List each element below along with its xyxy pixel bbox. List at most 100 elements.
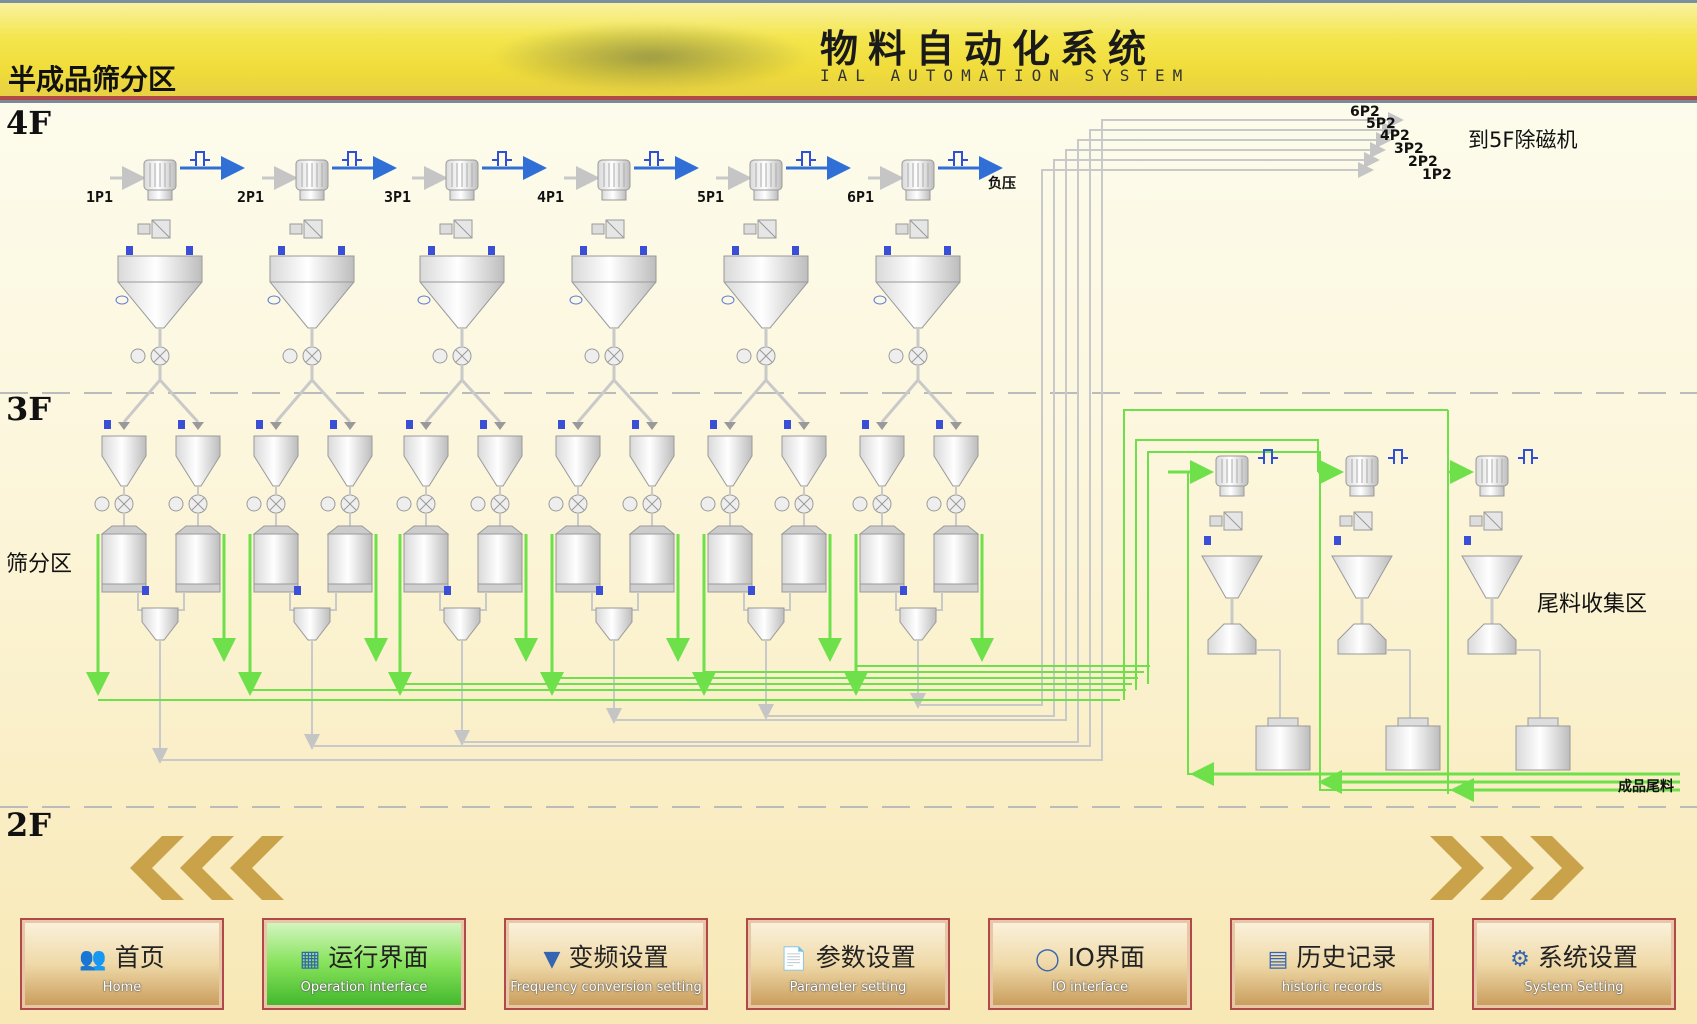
level-sensor [104,420,111,429]
level-sensor [732,246,739,255]
tailings-unit-3 [1461,449,1571,771]
nav-system-button[interactable]: ⚙系统设置 System Setting [1472,918,1676,1010]
level-sensor [142,586,149,595]
level-sensor [596,586,603,595]
level-sensor [748,586,755,595]
nav-frequency-button[interactable]: ▼变频设置 Frequency conversion setting [504,918,708,1010]
nav-home-button[interactable]: 👥首页 Home [20,918,224,1010]
nav-home-sublabel: Home [102,980,142,995]
level-sensor [784,420,791,429]
page-next-chevron-icon[interactable] [1422,836,1592,900]
vibrating-sifter [327,533,373,585]
company-logo [490,22,810,92]
splitter-pipe [880,378,958,424]
level-sensor [488,246,495,255]
vibrating-sifter [403,533,449,585]
inlet-label-3: 3P1 [384,188,412,206]
splitter-pipe [122,378,200,424]
fan-icon [190,151,210,166]
nav-io-button[interactable]: ◯IO界面 IO interface [988,918,1192,1010]
system-title: 物料自动化系统 [820,27,1157,71]
level-sensor [1334,536,1341,545]
vibrating-sifter [933,533,979,585]
tailings-bin [1385,725,1441,771]
storage-hopper [269,255,355,329]
level-sensor [294,586,301,595]
storage-hopper [419,255,505,329]
screening-line-1 [86,151,245,696]
nav-home-label: 首页 [114,943,165,972]
tail-route [1147,451,1680,791]
tail-route [1123,409,1448,700]
outlet-label-3: 3P2 [1394,141,1424,157]
collector-hopper [899,607,937,641]
inlet-label-1: 1P1 [86,188,114,206]
splitter-pipe [728,378,806,424]
level-sensor [406,420,413,429]
tailings-bin [1255,725,1311,771]
level-sensor [278,246,285,255]
level-sensor [126,246,133,255]
tailings-bin [1515,725,1571,771]
level-sensor [178,420,185,429]
product-route [160,112,1404,761]
document-icon: 📄 [780,946,808,972]
negative-pressure-label: 负压 [988,176,1016,192]
screening-line-4 [540,151,699,696]
buffer-hopper [629,435,675,487]
nav-operation-button[interactable]: ▦运行界面 Operation interface [262,918,466,1010]
level-sensor [936,420,943,429]
splitter-pipe [424,378,502,424]
fan-icon [492,151,512,166]
vibrating-sifter [707,533,753,585]
tailings-unit-2 [1331,449,1441,771]
storage-hopper [875,255,961,329]
vibrating-sifter [253,533,299,585]
screening-area-label: 筛分区 [6,552,73,577]
inlet-label-4: 4P1 [537,188,565,206]
nav-history-button[interactable]: ▤历史记录 historic records [1230,918,1434,1010]
buffer-hopper [555,435,601,487]
nav-frequency-sublabel: Frequency conversion setting [510,980,702,995]
product-route [462,132,1392,743]
buffer-hopper [101,435,147,487]
level-sensor [580,246,587,255]
inlet-label-5: 5P1 [697,188,725,206]
nav-system-sublabel: System Setting [1524,980,1624,995]
nav-io-label: IO界面 [1067,943,1145,972]
buffer-hopper [707,435,753,487]
level-sensor [338,246,345,255]
buffer-hopper [477,435,523,487]
screening-line-5 [692,151,851,696]
outlet-label-6: 6P2 [1350,104,1380,120]
nav-system-label: 系统设置 [1537,943,1638,972]
buffer-hopper [253,435,299,487]
level-sensor [1204,536,1211,545]
screening-line-6 [844,151,1003,696]
tailings-area-label: 尾料收集区 [1537,592,1648,617]
nav-parameter-button[interactable]: 📄参数设置 Parameter setting [746,918,950,1010]
vibrating-sifter [781,533,827,585]
fan-icon [1388,449,1408,464]
floor-label-4f: 4F [6,104,51,142]
level-sensor [480,420,487,429]
vibrating-sifter [629,533,675,585]
header-divider-secondary [0,100,1697,103]
tailings-hopper [1461,555,1523,599]
buffer-hopper [859,435,905,487]
page-prev-chevron-icon[interactable] [122,836,292,900]
collector-hopper [595,607,633,641]
buffer-hopper [175,435,221,487]
storage-hopper [571,255,657,329]
collector-hopper [747,607,785,641]
inlet-label-2: 2P1 [237,188,265,206]
level-sensor [884,246,891,255]
calendar-icon: ▤ [1267,946,1289,972]
to-magnet-label: 到5F除磁机 [1468,128,1578,152]
buffer-hopper [327,435,373,487]
fan-icon [796,151,816,166]
buffer-hopper [403,435,449,487]
level-sensor [1464,536,1471,545]
screening-line-3 [388,151,547,696]
buffer-hopper [933,435,979,487]
